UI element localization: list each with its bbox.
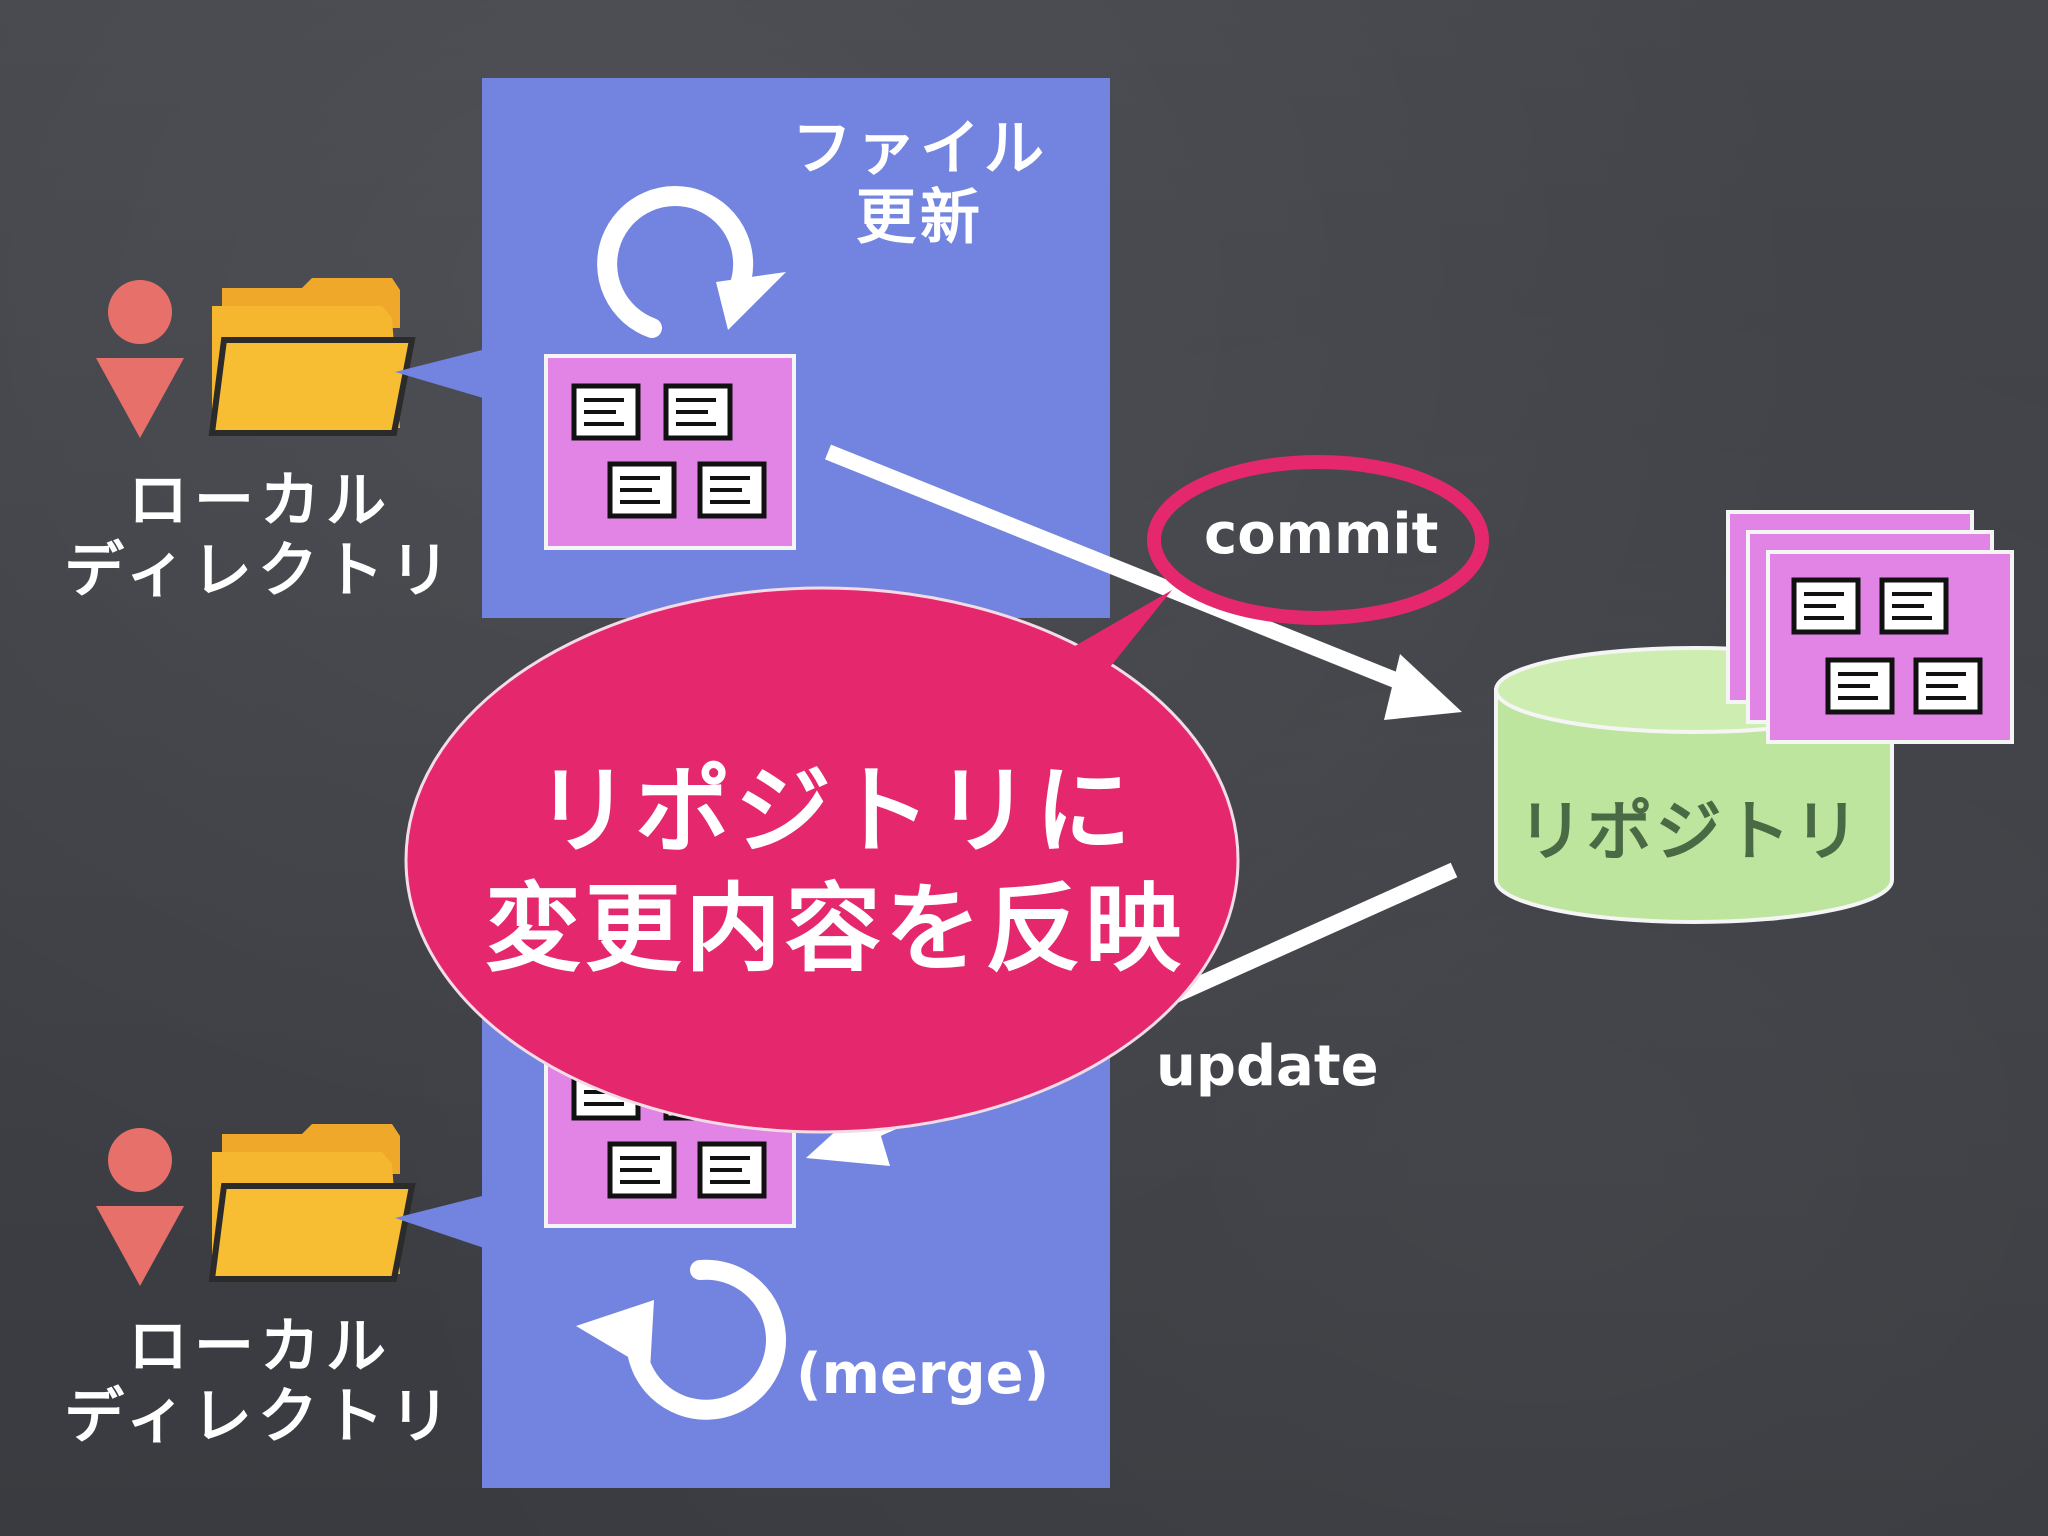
local-directory-label-top: ローカル ディレクトリ [60,470,460,610]
document-icon [1882,580,1946,632]
document-icon [700,464,764,516]
callout-text-line2: 変更内容を反映 [485,873,1185,985]
document-icon [1916,660,1980,712]
repository-label: リポジトリ [1517,793,1863,870]
merge-label: (merge) [796,1342,1050,1407]
callout-text-line1: リポジトリに [535,755,1135,867]
document-icon [700,1144,764,1196]
file-update-label: ファイル 更新 [790,118,1050,250]
cycle-arrow-icon [597,186,786,338]
speech-pointer-bottom [395,1194,490,1250]
local-directory-label-line2: ディレクトリ [64,536,456,606]
callout-text: リポジトリに 変更内容を反映 [405,752,1265,988]
speech-pointer-top [395,348,490,400]
document-icon [574,386,638,438]
cycle-arrow-icon [576,1259,786,1420]
local-directory-label-line1: ローカル [128,466,392,536]
local-directory-label-bottom: ローカル ディレクトリ [60,1316,460,1456]
document-icon [610,1144,674,1196]
folder-icon [212,1124,412,1279]
person-icon [96,1128,184,1286]
local-directory-label-line1: ローカル [128,1312,392,1382]
commit-highlight-ring [1147,455,1489,625]
folder-icon [212,278,412,433]
file-update-label-line1: ファイル [792,114,1048,184]
local-directory-label-line2: ディレクトリ [64,1382,456,1452]
file-update-label-line2: 更新 [856,183,984,253]
update-label: update [1156,1034,1379,1099]
callout-bubble [404,586,1240,1134]
document-icon [1794,580,1858,632]
document-icon [1828,660,1892,712]
commit-arrow [825,444,1462,720]
commit-label: commit [1204,502,1439,567]
repository-file-stack [1726,510,2014,744]
person-icon [96,280,184,438]
document-icon [610,464,674,516]
document-icon [666,386,730,438]
file-card-top [544,354,796,550]
